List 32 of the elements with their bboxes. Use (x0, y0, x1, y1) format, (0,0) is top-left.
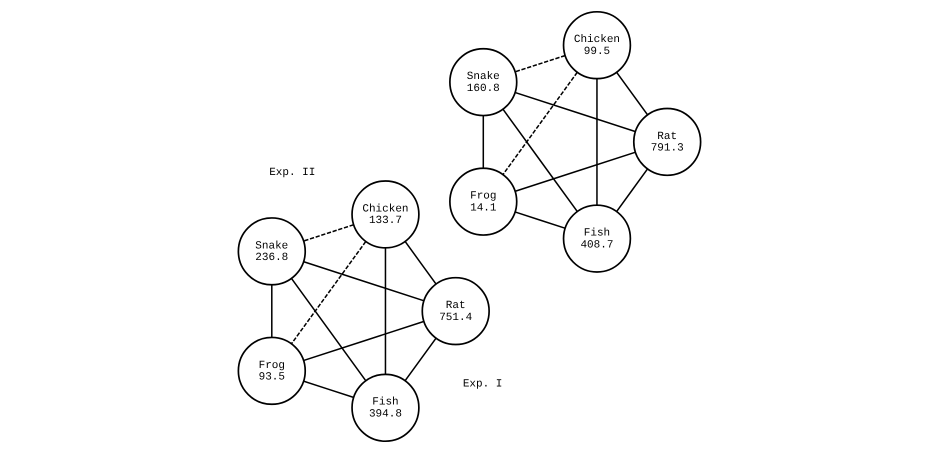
node-circle: Fish 394.8 (350, 374, 420, 442)
node-circle: Rat 751.4 (420, 276, 490, 346)
label: Exp. II (268, 167, 315, 180)
connector (404, 338, 436, 382)
node-circle: Fish 408.7 (562, 204, 631, 273)
connector (303, 380, 354, 398)
node-circle: Chicken 133.7 (350, 180, 420, 249)
connector (482, 116, 484, 168)
node-circle: Snake 236.8 (237, 217, 306, 286)
connector (502, 72, 578, 175)
connector (290, 241, 366, 344)
connector (514, 92, 635, 132)
connector (596, 78, 598, 206)
connector (270, 284, 272, 338)
node-circle: Frog 14.1 (448, 167, 518, 236)
connector (616, 168, 648, 212)
connector (303, 320, 424, 362)
connector (514, 152, 635, 192)
node-circle: Chicken 99.5 (562, 10, 631, 80)
label: Exp. I (462, 378, 502, 391)
connector (404, 241, 436, 284)
connector (303, 224, 354, 242)
connector (502, 108, 578, 212)
connector (514, 211, 565, 229)
connector (616, 72, 648, 116)
connector (384, 248, 386, 374)
connector (303, 261, 424, 302)
node-circle: Frog 93.5 (237, 336, 306, 406)
connector (290, 278, 366, 381)
connector (514, 54, 565, 72)
node-circle: Snake 160.8 (448, 48, 518, 116)
node-circle: Rat 791.3 (632, 108, 701, 176)
